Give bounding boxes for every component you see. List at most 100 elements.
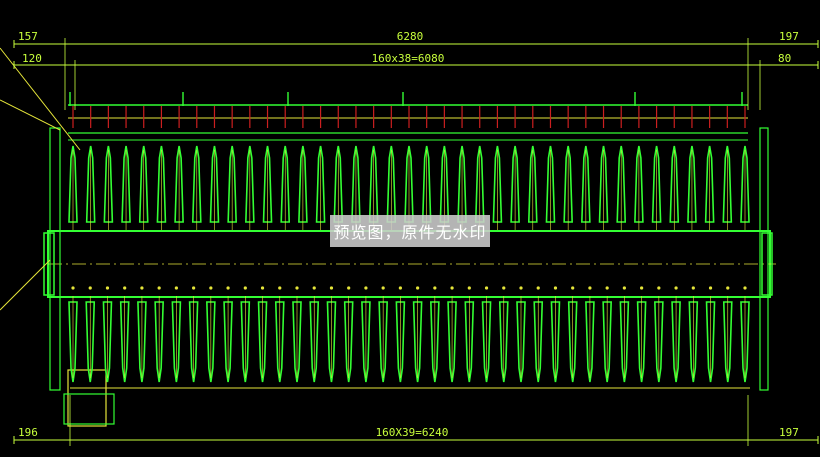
lower-tooth xyxy=(567,286,578,383)
upper-tooth xyxy=(492,106,503,230)
upper-tooth-blade xyxy=(227,145,237,223)
upper-tooth-blade xyxy=(209,145,220,223)
lower-tooth-blade xyxy=(361,301,371,383)
lower-tooth-pin xyxy=(243,286,247,290)
lower-tooth xyxy=(654,286,664,383)
lower-tooth-blade xyxy=(567,301,578,383)
lower-tooth-blade xyxy=(412,301,423,383)
lower-tooth xyxy=(119,286,130,383)
upper-tooth-blade xyxy=(598,145,609,223)
lower-tooth-blade xyxy=(154,301,164,383)
leader-line-2 xyxy=(0,99,61,131)
lower-tooth-blade xyxy=(292,301,302,383)
lower-tooth xyxy=(602,286,612,383)
upper-tooth-blade xyxy=(85,145,96,223)
lower-teeth-row xyxy=(68,286,750,383)
upper-tooth-blade xyxy=(174,145,184,223)
lower-tooth-pin xyxy=(588,286,592,290)
lower-tooth xyxy=(619,286,630,383)
upper-tooth-blade xyxy=(740,145,750,223)
lower-tooth-pin xyxy=(88,286,92,290)
lower-tooth-pin xyxy=(381,286,385,290)
lower-tooth-pin xyxy=(347,286,351,290)
left-side-plate xyxy=(49,127,61,391)
lower-tooth xyxy=(257,286,268,383)
lower-tooth xyxy=(378,286,388,383)
dim-top-pitch: 160x38=6080 xyxy=(372,52,445,65)
upper-tooth-blade xyxy=(156,145,167,223)
upper-tooth-blade xyxy=(687,145,697,223)
lower-tooth-blade xyxy=(223,301,233,383)
lower-tooth-pin xyxy=(605,286,609,290)
lower-tooth xyxy=(171,286,182,383)
lower-tooth xyxy=(292,286,302,383)
upper-tooth-blade xyxy=(191,145,202,223)
upper-tooth xyxy=(669,106,680,230)
upper-tooth-blade xyxy=(545,145,556,223)
upper-tooth xyxy=(298,106,308,230)
lower-tooth xyxy=(430,286,440,383)
lower-tooth xyxy=(550,286,561,383)
lower-tooth-blade xyxy=(671,301,681,383)
upper-tooth-blade xyxy=(510,145,520,223)
lower-tooth xyxy=(326,286,337,383)
dim-top-right-inner: 80 xyxy=(778,52,791,65)
lower-tooth xyxy=(343,286,354,383)
lower-tooth-blade xyxy=(343,301,354,383)
lower-tooth-blade xyxy=(206,301,216,383)
lower-tooth-blade xyxy=(171,301,182,383)
upper-tooth-blade xyxy=(581,145,591,223)
upper-tooth-blade xyxy=(315,145,326,223)
lower-tooth-pin xyxy=(708,286,713,290)
right-hub xyxy=(761,232,773,296)
lower-tooth xyxy=(481,286,492,383)
upper-tooth xyxy=(103,106,114,230)
lower-tooth-blade xyxy=(636,301,647,383)
lower-tooth xyxy=(68,286,78,383)
lower-tooth-blade xyxy=(274,301,285,383)
dim-top-left-outer: 157 xyxy=(18,30,38,43)
lower-tooth-blade xyxy=(516,301,526,383)
upper-tooth xyxy=(527,106,538,230)
upper-tooth xyxy=(351,106,361,230)
lower-tooth-blade xyxy=(395,301,406,383)
upper-tooth xyxy=(138,106,149,230)
upper-tooth-blade xyxy=(651,145,662,223)
upper-tooth xyxy=(262,106,273,230)
lower-tooth-pin xyxy=(726,286,730,290)
lower-tooth-blade xyxy=(326,301,337,383)
lower-tooth-blade xyxy=(68,301,78,383)
lower-tooth xyxy=(740,286,750,383)
dimension-lines xyxy=(13,38,819,446)
upper-tooth-blade xyxy=(280,145,291,223)
left-hub xyxy=(43,232,55,296)
lower-tooth xyxy=(188,286,199,383)
lower-tooth xyxy=(85,286,96,383)
lower-tooth-pin xyxy=(209,286,213,290)
lower-tooth-blade xyxy=(119,301,130,383)
upper-teeth-row xyxy=(68,106,750,230)
upper-tooth xyxy=(156,106,167,230)
lower-tooth-blade xyxy=(705,301,716,383)
upper-tooth xyxy=(368,106,379,230)
upper-tooth xyxy=(85,106,96,230)
upper-tooth-blade xyxy=(68,145,78,223)
lower-tooth xyxy=(671,286,681,383)
upper-tooth xyxy=(634,106,644,230)
lower-tooth-pin xyxy=(312,286,316,290)
upper-tooth-blade xyxy=(563,145,573,223)
upper-tooth-blade xyxy=(262,145,273,223)
lower-tooth-blade xyxy=(378,301,388,383)
lower-tooth-blade xyxy=(654,301,664,383)
lower-tooth-pin xyxy=(657,286,661,290)
lower-tooth xyxy=(585,286,595,383)
upper-tooth xyxy=(227,106,237,230)
lower-tooth xyxy=(722,286,733,383)
lower-tooth xyxy=(240,286,251,383)
upper-tooth-blade xyxy=(245,145,255,223)
lower-tooth-pin xyxy=(398,286,402,290)
upper-tooth xyxy=(386,106,397,230)
leader-line-3 xyxy=(0,259,51,311)
lower-tooth-pin xyxy=(416,286,420,290)
watermark-label: 预览图，原件无水印 xyxy=(330,215,490,247)
